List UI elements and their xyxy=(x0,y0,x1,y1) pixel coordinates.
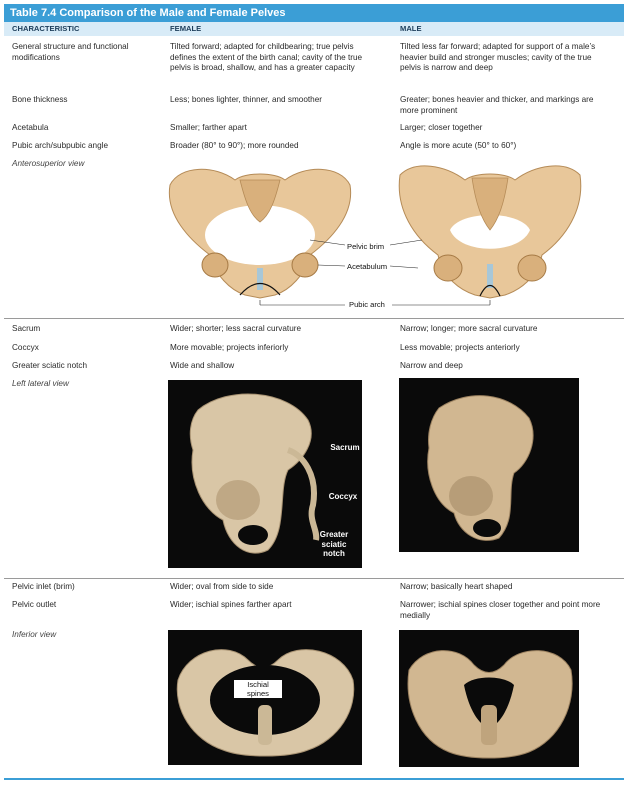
row-female: Wider; oval from side to side xyxy=(170,582,274,591)
row-female: Tilted forward; adapted for childbearing… xyxy=(170,42,363,73)
callout-greater-sciatic-notch: Greater sciatic notch xyxy=(319,530,349,558)
row-male: Narrow; basically heart shaped xyxy=(400,582,513,591)
view-label-inferior: Inferior view xyxy=(12,630,57,639)
callout-coccyx: Coccyx xyxy=(328,492,358,501)
row-characteristic: Pelvic outlet xyxy=(12,600,57,609)
male-lateral-photo xyxy=(399,378,579,552)
row-characteristic: Acetabula xyxy=(12,123,49,132)
row-characteristic: Sacrum xyxy=(12,324,41,333)
callout-pubic-arch: Pubic arch xyxy=(347,300,387,309)
row-female: Wider; shorter; less sacral curvature xyxy=(170,324,302,333)
row-male: Narrower; ischial spines closer together… xyxy=(400,600,601,620)
callout-ischial-spines: Ischial spines xyxy=(234,680,282,698)
callout-pelvic-brim: Pelvic brim xyxy=(345,242,387,251)
row-male: Narrow; longer; more sacral curvature xyxy=(400,324,538,333)
row-female: Less; bones lighter, thinner, and smooth… xyxy=(170,95,323,104)
callout-acetabulum: Acetabulum xyxy=(345,262,390,271)
header-characteristic: CHARACTERISTIC xyxy=(12,24,80,33)
header-female: FEMALE xyxy=(170,24,202,33)
row-male: Larger; closer together xyxy=(400,123,483,132)
row-male: Tilted less far forward; adapted for sup… xyxy=(400,42,596,73)
view-label-lateral: Left lateral view xyxy=(12,379,69,388)
table-title: Table 7.4 Comparison of the Male and Fem… xyxy=(4,4,624,22)
anterosuperior-illustration xyxy=(168,165,582,306)
row-male: Angle is more acute (50° to 60°) xyxy=(400,141,517,150)
row-female: Smaller; farther apart xyxy=(170,123,247,132)
header-male: MALE xyxy=(400,24,422,33)
row-female: Wider; ischial spines farther apart xyxy=(170,600,292,609)
row-male: Less movable; projects anteriorly xyxy=(400,343,520,352)
section-divider xyxy=(4,318,624,319)
row-female: More movable; projects inferiorly xyxy=(170,343,289,352)
row-female: Wide and shallow xyxy=(170,361,235,370)
table-header-row: CHARACTERISTIC FEMALE MALE xyxy=(4,22,624,36)
male-inferior-photo xyxy=(399,630,579,767)
row-characteristic: Greater sciatic notch xyxy=(12,361,88,370)
row-characteristic: Pubic arch/subpubic angle xyxy=(12,141,109,150)
row-characteristic: Pelvic inlet (brim) xyxy=(12,582,75,591)
row-male: Greater; bones heavier and thicker, and … xyxy=(400,95,594,115)
view-label-anterosuperior: Anterosuperior view xyxy=(12,159,85,168)
row-characteristic: Coccyx xyxy=(12,343,39,352)
male-pelvis-drawing xyxy=(398,165,582,299)
female-lateral-photo xyxy=(168,380,362,568)
row-characteristic: General structure and functional modific… xyxy=(12,42,129,62)
section-divider xyxy=(4,578,624,579)
row-male: Narrow and deep xyxy=(400,361,463,370)
row-characteristic: Bone thickness xyxy=(12,95,68,104)
female-pelvis-drawing xyxy=(168,168,352,299)
row-female: Broader (80° to 90°); more rounded xyxy=(170,141,299,150)
callout-sacrum: Sacrum xyxy=(330,443,360,452)
bottom-rule xyxy=(4,778,624,780)
